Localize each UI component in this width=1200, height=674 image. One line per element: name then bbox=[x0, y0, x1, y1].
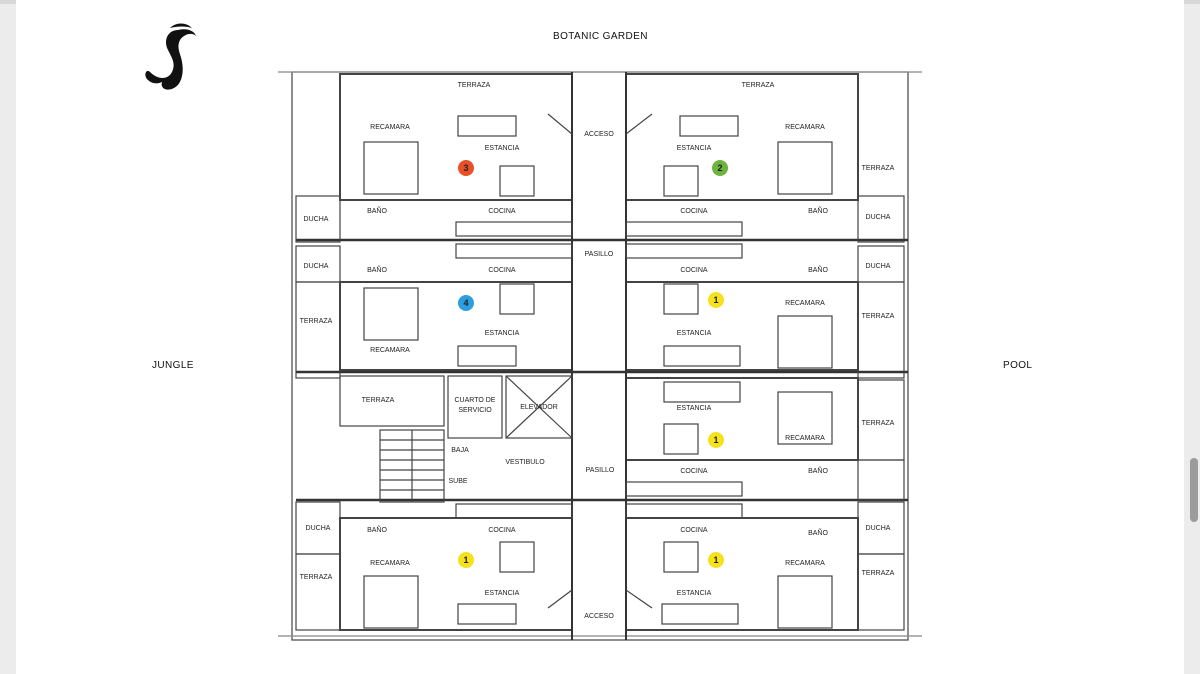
label-estancia: ESTANCIA bbox=[485, 590, 520, 597]
label-terraza: TERRAZA bbox=[458, 82, 491, 89]
unit-badge-label: 1 bbox=[713, 555, 718, 565]
label-cuarto-servicio-2: SERVICIO bbox=[458, 407, 492, 414]
label-ducha: DUCHA bbox=[304, 216, 329, 223]
vertical-scrollbar[interactable] bbox=[1190, 458, 1198, 522]
unit-badge-label: 1 bbox=[463, 555, 468, 565]
unit-badge-label: 4 bbox=[463, 298, 468, 308]
label-cocina: COCINA bbox=[680, 267, 708, 274]
label-ducha: DUCHA bbox=[866, 525, 891, 532]
label-bano: BAÑO bbox=[808, 466, 828, 475]
unit-badge-circle bbox=[708, 432, 724, 448]
label-recamara: RECAMARA bbox=[785, 560, 825, 567]
label-ducha: DUCHA bbox=[866, 263, 891, 270]
orientation-label-left: JUNGLE bbox=[152, 360, 194, 371]
unit-badge-circle bbox=[458, 295, 474, 311]
unit-badge-label: 1 bbox=[713, 295, 718, 305]
unit-badge-circle bbox=[458, 160, 474, 176]
unit-badge-circle bbox=[712, 160, 728, 176]
label-terraza: TERRAZA bbox=[862, 570, 895, 577]
label-bano: BAÑO bbox=[367, 265, 387, 274]
label-acceso: ACCESO bbox=[584, 131, 614, 138]
label-terraza: TERRAZA bbox=[862, 313, 895, 320]
unit-badge-label: 2 bbox=[717, 163, 722, 173]
label-ducha: DUCHA bbox=[306, 525, 331, 532]
label-cocina: COCINA bbox=[488, 527, 516, 534]
label-terraza: TERRAZA bbox=[300, 574, 333, 581]
label-estancia: ESTANCIA bbox=[677, 330, 712, 337]
label-bano: BAÑO bbox=[367, 525, 387, 534]
label-pasillo: PASILLO bbox=[586, 467, 615, 474]
label-terraza: TERRAZA bbox=[862, 420, 895, 427]
label-terraza: TERRAZA bbox=[862, 165, 895, 172]
label-baja: BAJA bbox=[451, 447, 469, 454]
label-cocina: COCINA bbox=[680, 208, 708, 215]
label-sube: SUBE bbox=[448, 478, 467, 485]
label-cocina: COCINA bbox=[680, 468, 708, 475]
label-recamara: RECAMARA bbox=[370, 560, 410, 567]
label-ducha: DUCHA bbox=[304, 263, 329, 270]
label-elevador: ELEVADOR bbox=[520, 404, 558, 411]
label-recamara: RECAMARA bbox=[785, 300, 825, 307]
label-terraza: TERRAZA bbox=[362, 397, 395, 404]
label-bano: BAÑO bbox=[367, 206, 387, 215]
label-cuarto-servicio: CUARTO DE bbox=[455, 397, 496, 404]
unit-badge-circle bbox=[708, 552, 724, 568]
label-bano: BAÑO bbox=[808, 206, 828, 215]
label-cocina: COCINA bbox=[680, 527, 708, 534]
label-recamara: RECAMARA bbox=[370, 347, 410, 354]
label-ducha: DUCHA bbox=[866, 214, 891, 221]
mermaid-logo-icon bbox=[145, 23, 196, 90]
label-terraza: TERRAZA bbox=[300, 318, 333, 325]
label-recamara: RECAMARA bbox=[785, 124, 825, 131]
label-cocina: COCINA bbox=[488, 208, 516, 215]
label-estancia: ESTANCIA bbox=[677, 405, 712, 412]
unit-badge-circle bbox=[458, 552, 474, 568]
label-pasillo: PASILLO bbox=[585, 251, 614, 258]
label-cocina: COCINA bbox=[488, 267, 516, 274]
unit-badge-label: 1 bbox=[713, 435, 718, 445]
label-bano: BAÑO bbox=[808, 265, 828, 274]
unit-badge-circle bbox=[708, 292, 724, 308]
label-acceso: ACCESO bbox=[584, 613, 614, 620]
label-estancia: ESTANCIA bbox=[677, 145, 712, 152]
floor-plan-page bbox=[16, 0, 1184, 674]
label-terraza: TERRAZA bbox=[742, 82, 775, 89]
label-vestibulo: VESTIBULO bbox=[505, 459, 545, 466]
label-bano: BAÑO bbox=[808, 528, 828, 537]
orientation-label-top: BOTANIC GARDEN bbox=[553, 31, 648, 42]
label-estancia: ESTANCIA bbox=[677, 590, 712, 597]
label-recamara: RECAMARA bbox=[785, 435, 825, 442]
label-estancia: ESTANCIA bbox=[485, 145, 520, 152]
orientation-label-right: POOL bbox=[1003, 360, 1033, 371]
label-estancia: ESTANCIA bbox=[485, 330, 520, 337]
label-recamara: RECAMARA bbox=[370, 124, 410, 131]
unit-badge-label: 3 bbox=[463, 163, 468, 173]
